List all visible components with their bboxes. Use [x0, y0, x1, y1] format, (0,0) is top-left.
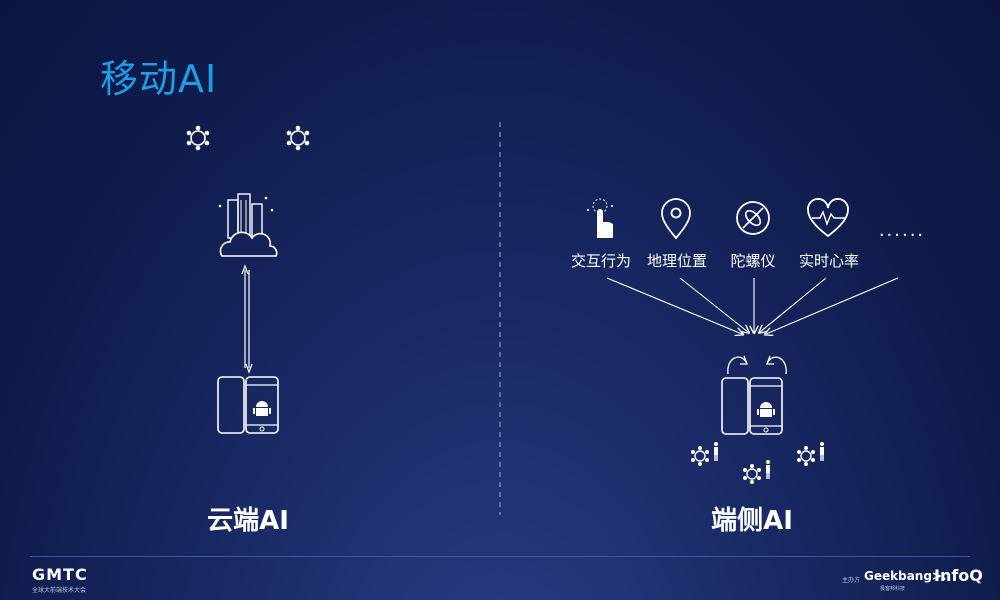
gmtc-logo: GMTC: [32, 565, 88, 584]
input-label-gyroscope: 陀螺仪: [730, 252, 776, 270]
more-inputs-ellipsis: ......: [878, 220, 926, 241]
heartbeat-icon: [807, 198, 849, 238]
loop-arrows: [727, 355, 787, 375]
cloud-ai-caption: 云端AI: [207, 506, 289, 536]
geekbang-logo: Geekbang>.: [864, 569, 947, 583]
input-label-location: 地理位置: [646, 252, 708, 270]
input-label-interaction: 交互行为: [570, 252, 632, 270]
input-label-heartrate: 实时心率: [798, 252, 860, 270]
geekbang-subtitle: 极客邦科技: [880, 586, 906, 592]
location-pin-icon: [661, 198, 691, 240]
bidirectional-arrow: [241, 264, 253, 374]
network-node-icon: [185, 124, 211, 152]
edge-ai-caption: 端侧AI: [711, 506, 793, 536]
input-arrows: [606, 277, 899, 334]
phone-pair-icon: [721, 377, 783, 435]
cloud-city-icon: [218, 193, 278, 257]
people-network-icon: [690, 441, 719, 467]
footer-divider: [30, 556, 970, 557]
gmtc-subtitle: 全球大前端技术大会: [32, 587, 87, 594]
touch-hand-icon: [587, 198, 613, 238]
infoq-logo: InfoQ: [934, 566, 983, 585]
host-label: 主办方: [842, 577, 861, 584]
phone-pair-icon: [217, 376, 279, 434]
people-network-icon: [796, 441, 825, 467]
people-network-icon: [742, 459, 771, 485]
gyroscope-icon: [736, 201, 770, 235]
network-node-icon: [285, 124, 311, 152]
slide-title: 移动AI: [100, 57, 218, 101]
